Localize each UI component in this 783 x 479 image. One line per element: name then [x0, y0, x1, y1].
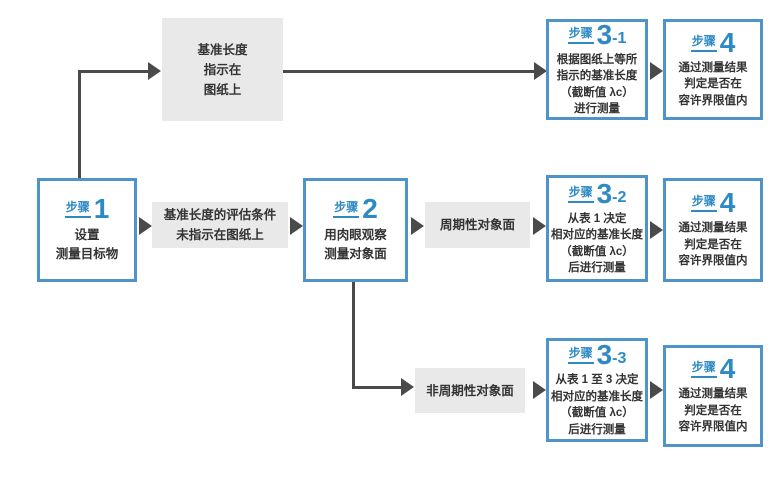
step-4-top-text-line: 判定是否在 [684, 78, 742, 91]
step-3-1-box: 步骤 3 -1 根据图纸上等所 指示的基准长度 （截断值 λc） 进行测量 [546, 19, 648, 120]
arrow-periodic-to-step3-2-icon [533, 217, 546, 235]
step-4-middle-text-line: 判定是否在 [684, 238, 742, 251]
step-3-2-text-line: 从表 1 决定 [567, 212, 627, 225]
step-1-text-line: 测量目标物 [55, 247, 119, 261]
step-1-text-line: 设置 [74, 228, 100, 242]
step-3-2-number-suffix: -2 [612, 188, 627, 206]
step-3-2-text-line: 后进行测量 [568, 262, 626, 274]
step-4-middle-text-line: 容许界限值内 [678, 255, 748, 268]
step-4-middle-label: 步骤 [690, 192, 717, 213]
step-4-bottom-header: 步骤 4 [690, 353, 736, 385]
step-1-number: 1 [93, 193, 110, 224]
step-3-3-label: 步骤 [567, 344, 594, 364]
step-3-1-label: 步骤 [567, 24, 594, 44]
condition-periodic-text: 周期性对象面 [439, 218, 515, 232]
step-2-label: 步骤 [333, 198, 360, 218]
step-3-3-text-line: （截断值 λc） [560, 407, 634, 419]
arrow-aperiodic-to-step3-3-icon [533, 381, 546, 399]
step-2-header: 步骤 2 [333, 193, 378, 224]
condition-indicated-line: 图纸上 [203, 82, 242, 97]
arrow-not-indicated-to-step2-icon [290, 217, 303, 235]
condition-indicated-line: 基准长度 [197, 42, 248, 57]
condition-aperiodic-text: 非周期性对象面 [426, 383, 514, 398]
step-3-2-number: 3 [596, 177, 613, 209]
step-3-1-text-line: 进行测量 [574, 103, 620, 115]
step-3-2-label: 步骤 [567, 183, 594, 203]
step-3-3-text-line: 从表 1 至 3 决定 [555, 374, 639, 386]
step-1-label: 步骤 [64, 198, 91, 218]
step-4-bottom-number: 4 [719, 353, 736, 385]
step-4-middle-number: 4 [719, 187, 736, 219]
step-3-2-text-line: （截断值 λc） [560, 245, 634, 258]
step-3-3-text-line: 后进行测量 [568, 423, 626, 436]
condition-indicated-box: 基准长度 指示在 图纸上 [162, 18, 283, 121]
step-3-1-text-line: 指示的基准长度 [556, 70, 638, 82]
step-4-middle-box: 步骤 4 通过测量结果 判定是否在 容许界限值内 [663, 178, 763, 282]
step-3-1-number: 3 [596, 18, 613, 50]
step-3-2-header: 步骤 3 -2 [567, 177, 627, 209]
arrowhead-into-aperiodic-icon [401, 378, 414, 396]
step-3-3-number: 3 [596, 339, 613, 370]
step-3-1-text-line: 根据图纸上等所 [556, 53, 638, 66]
arrow-step3-2-to-step4-icon [650, 221, 663, 239]
step-3-2-text-line: 相对应的基准长度 [551, 229, 643, 241]
step-4-top-box: 步骤 4 通过测量结果 判定是否在 容许界限值内 [663, 19, 763, 120]
step-4-bottom-box: 步骤 4 通过测量结果 判定是否在 容许界限值内 [663, 345, 763, 447]
step-2-text-line: 测量对象面 [324, 247, 387, 261]
arrow-step3-3-to-step4-icon [650, 381, 663, 399]
step-4-middle-text-line: 通过测量结果 [678, 222, 748, 235]
arrow-step3-1-to-step4-icon [650, 62, 663, 80]
step-2-number: 2 [362, 193, 378, 224]
connector-step1-to-indicated-vertical [78, 70, 81, 178]
step-4-top-number: 4 [719, 26, 736, 58]
step-4-bottom-text-line: 容许界限值内 [678, 421, 748, 434]
arrowhead-into-step3-1-icon [534, 62, 547, 80]
condition-aperiodic-box: 非周期性对象面 [415, 368, 525, 413]
step-3-1-header: 步骤 3 -1 [567, 18, 627, 50]
condition-periodic-box: 周期性对象面 [425, 202, 530, 248]
connector-step2-to-aperiodic-vertical [352, 282, 355, 389]
arrowhead-into-indicated-icon [148, 62, 161, 80]
step-4-bottom-text-line: 判定是否在 [684, 404, 742, 417]
step-4-bottom-label: 步骤 [690, 358, 717, 379]
step-3-3-header: 步骤 3 -3 [567, 339, 627, 370]
step-4-top-text-line: 通过测量结果 [678, 61, 748, 74]
arrow-step2-to-periodic-icon [411, 217, 424, 235]
step-4-top-text-line: 容许界限值内 [678, 94, 748, 107]
step-4-middle-header: 步骤 4 [690, 187, 736, 219]
step-3-2-box: 步骤 3 -2 从表 1 决定 相对应的基准长度 （截断值 λc） 后进行测量 [546, 175, 648, 282]
step-3-3-number-suffix: -3 [612, 350, 627, 367]
step-4-top-header: 步骤 4 [690, 26, 736, 58]
step-3-1-number-suffix: -1 [612, 29, 627, 47]
condition-indicated-line: 指示在 [203, 62, 242, 77]
connector-step1-to-indicated-horizontal [78, 70, 150, 73]
step-4-top-label: 步骤 [690, 32, 717, 52]
condition-not-indicated-line: 未指示在图纸上 [176, 228, 264, 242]
step-2-text-line: 用肉眼观察 [324, 228, 387, 242]
step-3-3-text-line: 相对应的基准长度 [551, 390, 643, 403]
step-3-1-text-line: （截断值 λc） [560, 86, 634, 99]
step-3-3-box: 步骤 3 -3 从表 1 至 3 决定 相对应的基准长度 （截断值 λc） 后进… [546, 338, 648, 442]
step-2-box: 步骤 2 用肉眼观察 测量对象面 [303, 178, 408, 282]
step-4-bottom-text-line: 通过测量结果 [678, 388, 748, 401]
condition-not-indicated-box: 基准长度的评估条件 未指示在图纸上 [152, 202, 288, 248]
condition-not-indicated-line: 基准长度的评估条件 [163, 208, 277, 222]
connector-indicated-to-step3-1 [283, 70, 536, 73]
step-1-header: 步骤 1 [64, 193, 110, 224]
arrow-step1-to-not-indicated-icon [139, 217, 152, 235]
connector-step2-to-aperiodic-horizontal [352, 386, 402, 389]
step-1-box: 步骤 1 设置 测量目标物 [37, 178, 137, 282]
